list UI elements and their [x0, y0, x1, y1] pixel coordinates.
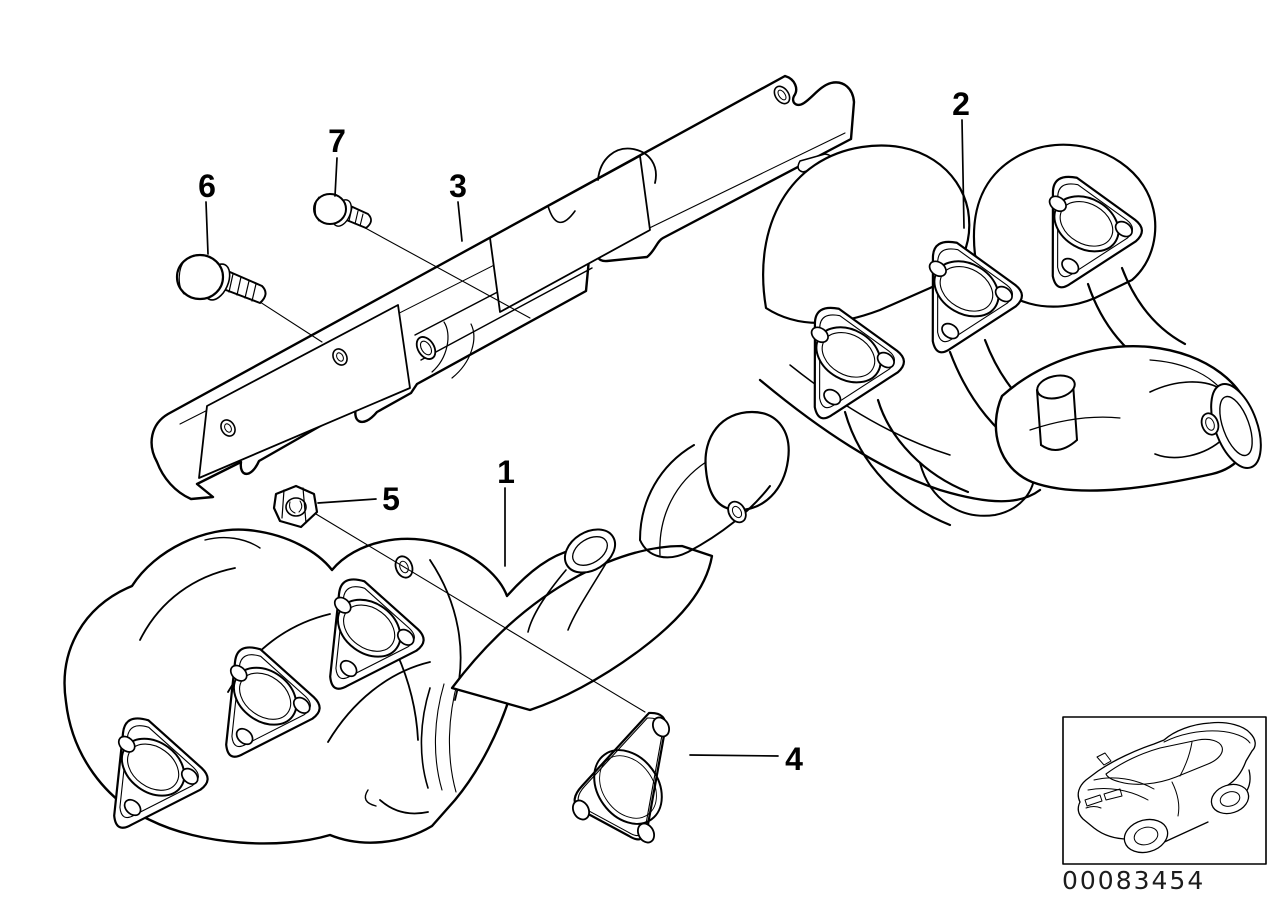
gasket-port-inner	[599, 755, 657, 819]
screw-part-7	[313, 193, 372, 229]
callout-label-7[interactable]: 7	[328, 123, 346, 159]
manifold2-downpipe-sweep	[758, 378, 1042, 503]
shield-hole	[220, 419, 236, 437]
screw7-head	[313, 193, 347, 225]
gasket-port	[593, 749, 663, 825]
bolt6-threads	[228, 273, 257, 302]
manifold1-outlet-seam	[434, 683, 445, 791]
car-grille	[1084, 788, 1123, 807]
heat-shield-middle-plate	[489, 155, 651, 313]
leader-lines	[205, 119, 965, 757]
heat-shield-notch	[547, 205, 576, 224]
drawing-number: 00083454	[1062, 866, 1205, 895]
vehicle-thumbnail: 00083454	[1062, 716, 1267, 895]
elbow-end-dome	[704, 410, 790, 512]
gasket-hole	[651, 716, 671, 738]
collector-stub-pipe	[1036, 382, 1078, 446]
callout-label-5[interactable]: 5	[382, 481, 400, 517]
elbow-clamp-hole	[727, 500, 747, 524]
shield-hole-inner	[224, 423, 232, 433]
callout-label-1[interactable]: 1	[497, 454, 515, 490]
shield-end-hole-inner	[777, 89, 787, 101]
car-mirror	[1096, 752, 1112, 766]
collector-stub-bottom	[1040, 439, 1078, 451]
collector-tab-hole	[1200, 412, 1220, 436]
manifold2-runner-pipe	[876, 398, 970, 494]
leader-line-7	[334, 157, 338, 197]
heat-shield-part-3	[150, 74, 856, 501]
manifold1-rear-elbow	[450, 544, 714, 712]
car-rear-wheel	[1210, 783, 1250, 815]
elbow-clamp-band	[639, 444, 695, 541]
manifold1-outlet-curl	[364, 789, 377, 807]
gasket-part-4	[571, 711, 671, 844]
hex-nut-part-5	[272, 484, 319, 529]
gasket-hole	[571, 799, 591, 821]
manifold1-pipe-line	[139, 567, 236, 641]
callout-label-2[interactable]: 2	[952, 86, 970, 122]
bolt6-head	[175, 253, 225, 301]
shield-hole-inner	[336, 352, 344, 362]
elbow-side-port	[563, 528, 617, 574]
nut5-facet-lines	[281, 487, 307, 524]
callout-labels: 1 2 3 4 5 6 7	[198, 86, 970, 777]
elbow-clamp-curl	[639, 485, 771, 559]
manifold2-downpipe-inner	[789, 364, 951, 456]
shield-fold-line	[451, 323, 475, 379]
manifold1-pipe-line	[204, 536, 261, 549]
nut5-alignment-line	[315, 513, 646, 713]
exhaust-manifold-part-1	[63, 410, 790, 845]
collector-stub-opening	[1036, 374, 1076, 400]
collector-detail-line	[1149, 359, 1221, 389]
manifold1-pipe-line	[327, 661, 431, 743]
hex-bolt-part-6	[175, 253, 267, 304]
leader-line-6	[205, 201, 209, 255]
callout-label-4[interactable]: 4	[785, 741, 803, 777]
leader-line-3	[457, 201, 463, 242]
gasket-outline	[573, 711, 667, 841]
heat-shield-channel-line	[420, 267, 593, 361]
elbow-side-port-inner	[572, 536, 608, 566]
elbow-clamp-hole-inner	[731, 505, 743, 519]
callout-label-6[interactable]: 6	[198, 168, 216, 204]
gasket-hole	[636, 822, 656, 844]
elbow-port-line	[527, 569, 567, 633]
nut5-thread-swirl	[289, 500, 303, 514]
leader-line-2	[961, 119, 965, 229]
elbow-clamp-band-inner	[659, 461, 707, 556]
car-icon	[1077, 721, 1256, 854]
screw7-alignment-line	[357, 223, 531, 319]
manifold2-pipe-bend	[919, 462, 1036, 517]
manifold2-runner-pipe	[843, 410, 952, 527]
heat-shield-tab-hump	[597, 147, 657, 184]
elbow-port-line	[567, 559, 609, 631]
nut5-hex-body	[272, 484, 319, 529]
car-front-wheel	[1123, 818, 1169, 854]
collector-tab-hole-inner	[1205, 417, 1215, 431]
bolt6-head-facet	[178, 259, 186, 295]
exhaust-manifold-part-2	[758, 143, 1262, 527]
stud-hole-inner	[399, 560, 409, 574]
callout-label-3[interactable]: 3	[449, 168, 467, 204]
manifold1-outlet-curl	[379, 799, 429, 815]
collector-outlet-ring-inner	[1219, 395, 1253, 457]
screw7-head-facet	[314, 196, 320, 222]
leader-line-4	[689, 754, 779, 757]
heat-shield-lower-plate	[198, 304, 411, 479]
manifold2-runner-pipe	[1120, 266, 1187, 346]
nut5-bore	[285, 497, 307, 517]
shield-fold-line	[431, 321, 449, 373]
manifold1-outlet-seam	[448, 679, 459, 793]
shield-hole	[332, 348, 348, 366]
shield-mount-hole-inner	[419, 340, 433, 356]
manifold1-outlet-seam	[420, 687, 431, 789]
leader-line-5	[317, 498, 377, 504]
